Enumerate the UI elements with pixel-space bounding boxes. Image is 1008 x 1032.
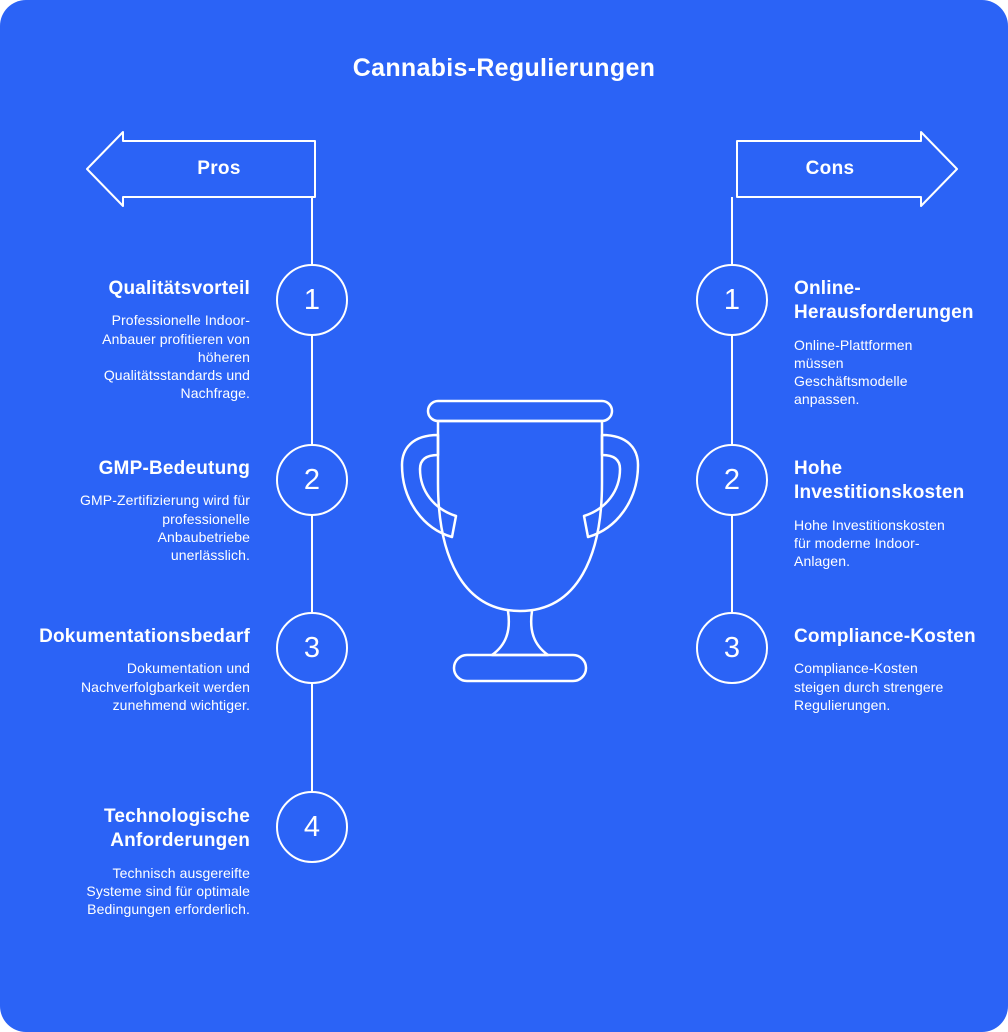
cons-step-circle-1: 1: [696, 264, 768, 336]
item-title: GMP-Bedeutung: [98, 458, 250, 479]
step-number: 1: [303, 283, 321, 316]
step-number: 3: [303, 631, 321, 664]
item-title: Compliance-Kosten: [794, 626, 976, 647]
item-description: Dokumentation und Nachverfolgbarkeit wer…: [80, 660, 250, 713]
cons-item-2: Hohe Investitionskosten Hohe Investition…: [794, 457, 979, 570]
step-number: 2: [303, 463, 321, 496]
item-title: Technologische Anforderungen: [103, 806, 250, 852]
item-description: Hohe Investitionskosten für moderne Indo…: [794, 516, 945, 569]
page-title: Cannabis-Regulierungen: [352, 54, 656, 82]
pros-step-circle-4: 4: [276, 791, 348, 863]
right-arrow-icon: [736, 131, 958, 207]
item-description: Technisch ausgereifte Systeme sind für o…: [86, 864, 250, 917]
pros-label: Pros: [197, 158, 241, 179]
left-arrow-icon: [86, 131, 316, 207]
item-description: Online-Plattformen müssen Geschäftsmodel…: [794, 336, 913, 408]
pros-step-circle-2: 2: [276, 444, 348, 516]
item-title: Dokumentationsbedarf: [39, 626, 250, 647]
item-title: Hohe Investitionskosten: [794, 458, 965, 504]
cons-label: Cons: [805, 158, 855, 179]
cons-item-3: Compliance-Kosten Compliance-Kosten stei…: [794, 625, 979, 714]
step-number: 1: [723, 283, 741, 316]
item-description: Professionelle Indoor-Anbauer profitiere…: [102, 312, 250, 402]
item-description: Compliance-Kosten steigen durch strenger…: [794, 660, 944, 713]
pros-item-3: Dokumentationsbedarf Dokumentation und N…: [20, 625, 250, 714]
cons-step-circle-2: 2: [696, 444, 768, 516]
trophy-icon: [400, 399, 640, 683]
item-title: Online-Herausforderungen: [794, 278, 974, 324]
pros-item-1: Qualitätsvorteil Professionelle Indoor-A…: [20, 277, 250, 402]
cons-step-circle-3: 3: [696, 612, 768, 684]
step-number: 2: [723, 463, 741, 496]
pros-step-circle-3: 3: [276, 612, 348, 684]
item-description: GMP-Zertifizierung wird für professionel…: [80, 492, 250, 563]
item-title: Qualitätsvorteil: [108, 278, 250, 299]
cons-item-1: Online-Herausforderungen Online-Plattfor…: [794, 277, 979, 408]
pros-item-2: GMP-Bedeutung GMP-Zertifizierung wird fü…: [20, 457, 250, 564]
step-number: 4: [303, 810, 321, 843]
pros-step-circle-1: 1: [276, 264, 348, 336]
cons-connector-line: [731, 197, 733, 648]
step-number: 3: [723, 631, 741, 664]
pros-item-4: Technologische Anforderungen Technisch a…: [20, 805, 250, 918]
